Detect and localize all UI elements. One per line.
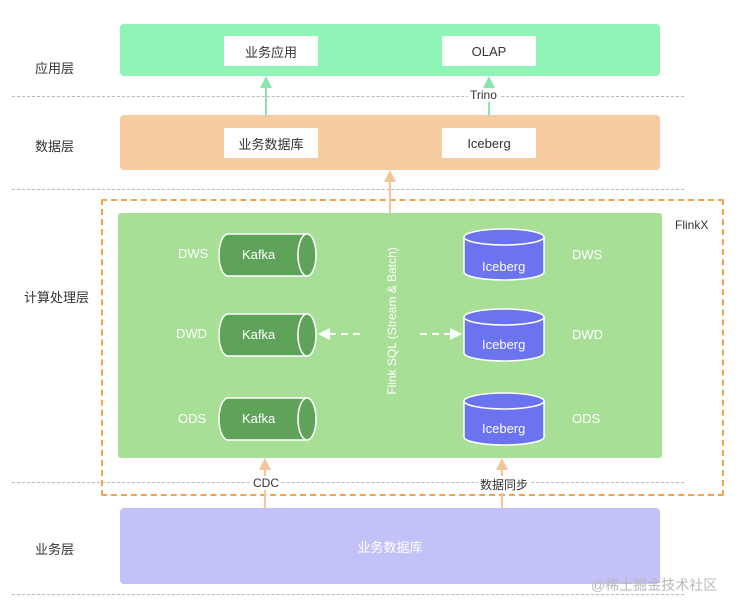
layer-label-app: 应用层 xyxy=(35,61,75,76)
layer-label-data: 数据层 xyxy=(35,139,75,154)
iceberg-label-dws: Iceberg xyxy=(482,259,526,274)
app-olap-box: OLAP xyxy=(442,36,536,66)
app-layer-band xyxy=(120,24,660,76)
layer-label-compute: 计算处理层 xyxy=(24,290,90,305)
kafka-label-ods: Kafka xyxy=(242,411,276,426)
data-sync-label: 数据同步 xyxy=(478,476,531,493)
left-level-ods: ODS xyxy=(178,411,207,426)
flinkx-boundary xyxy=(101,199,724,496)
trino-label: Trino xyxy=(468,88,499,102)
data-layer-band xyxy=(120,115,660,170)
compute-layer-band xyxy=(118,213,662,458)
separator xyxy=(12,189,684,190)
data-business-db-box: 业务数据库 xyxy=(224,128,318,158)
app-business-box: 业务应用 xyxy=(224,36,318,66)
watermark: @稀土掘金技术社区 xyxy=(591,577,718,593)
kafka-cylinder-dws xyxy=(218,233,317,277)
data-iceberg-box: Iceberg xyxy=(442,128,536,158)
left-level-dwd: DWD xyxy=(176,326,208,341)
right-level-dwd: DWD xyxy=(572,327,604,342)
iceberg-label-ods: Iceberg xyxy=(482,421,526,436)
flinkx-label: FlinkX xyxy=(675,218,709,232)
iceberg-cylinder-dws xyxy=(463,228,545,281)
right-level-ods: ODS xyxy=(572,411,601,426)
iceberg-label-dwd: Iceberg xyxy=(482,337,526,352)
kafka-label-dwd: Kafka xyxy=(242,327,276,342)
iceberg-cylinder-dwd xyxy=(463,308,545,362)
right-level-dws: DWS xyxy=(572,247,603,262)
kafka-cylinder-dwd xyxy=(218,313,317,357)
layer-label-business: 业务层 xyxy=(35,542,75,557)
kafka-cylinder-ods xyxy=(218,397,317,441)
separator xyxy=(12,482,684,483)
iceberg-cylinder-ods xyxy=(463,392,545,446)
cdc-label: CDC xyxy=(251,476,281,490)
separator xyxy=(12,594,684,595)
kafka-label-dws: Kafka xyxy=(242,247,276,262)
business-db-band: 业务数据库 xyxy=(120,508,660,584)
separator xyxy=(12,96,684,97)
left-level-dws: DWS xyxy=(178,246,209,261)
flink-sql-label: Flink SQL (Stream & Batch) xyxy=(385,247,399,395)
